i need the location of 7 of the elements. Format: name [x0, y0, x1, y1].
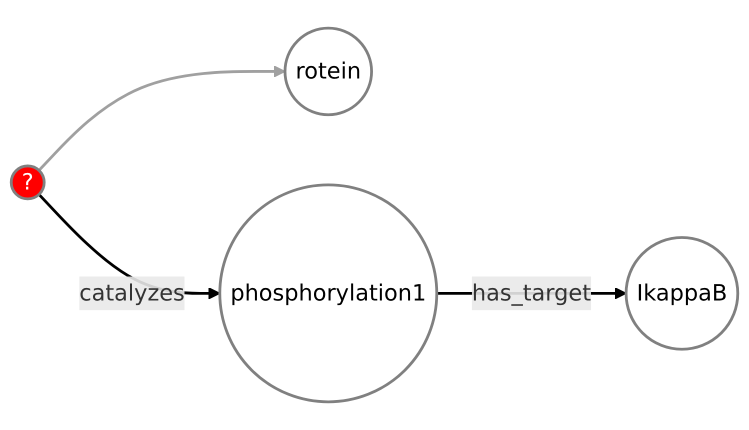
node-circle: ? [10, 164, 46, 200]
edge-label: has_target [472, 279, 592, 306]
node-circle: IkappaB [624, 236, 740, 351]
arrow [38, 65, 286, 172]
edge-label: catalyzes [79, 279, 185, 306]
node-circle: phosphorylation1 [218, 183, 438, 404]
node-circle: rotein [284, 26, 373, 116]
